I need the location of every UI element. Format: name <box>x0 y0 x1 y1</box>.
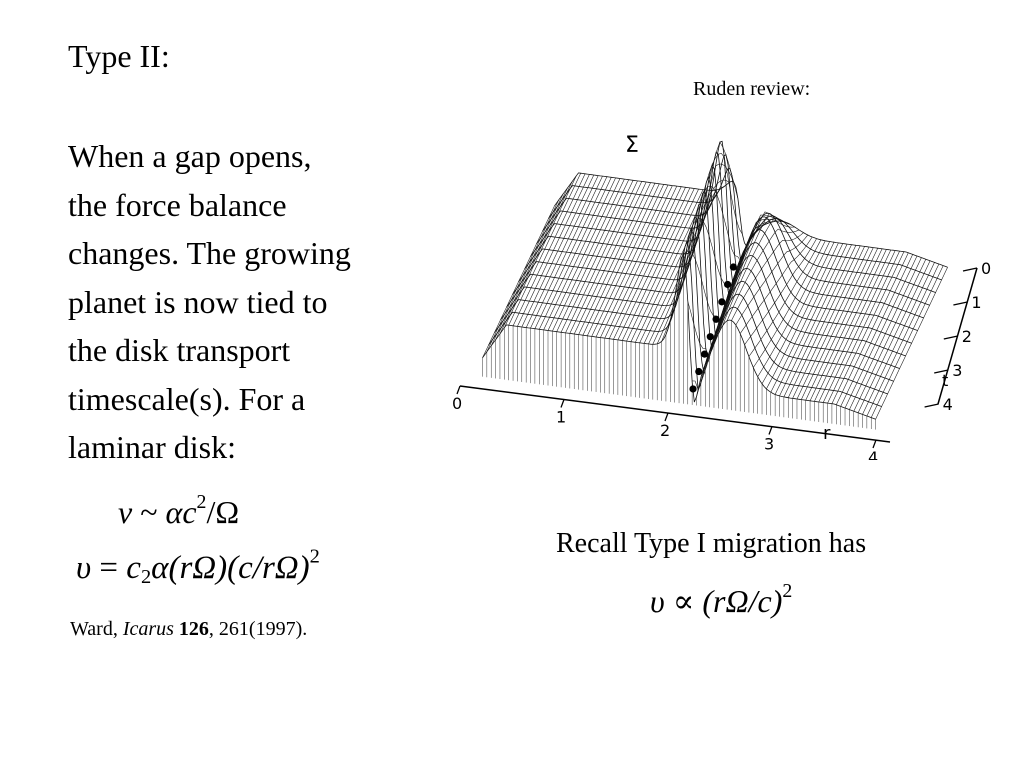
planet-dot <box>700 350 709 358</box>
recall-text: Recall Type I migration has <box>556 528 867 559</box>
t-tick-label: 0 <box>981 259 991 278</box>
planet-dot <box>689 385 697 393</box>
viscosity-equation: ν ~ αc2/Ω <box>118 491 240 530</box>
surface-mesh <box>482 140 948 430</box>
t-axis-label: t <box>942 371 948 390</box>
r-tick-label: 0 <box>452 394 462 413</box>
body-line: changes. The growing <box>68 235 351 271</box>
planet-dot <box>729 263 737 271</box>
planet-dot <box>718 298 726 306</box>
body-line: the force balance <box>68 186 287 223</box>
figure-caption: Ruden review: <box>693 78 811 100</box>
sigma-axis-label: Σ <box>625 133 639 158</box>
t-tick-label: 3 <box>952 361 962 380</box>
planet-dot <box>712 315 720 323</box>
body-line: timescale(s). For a <box>68 380 306 417</box>
r-axis: 0 1 2 3 4 r <box>452 385 891 460</box>
migration-velocity-equation: υ = c2α(rΩ)(c/rΩ)2 <box>76 545 320 589</box>
r-tick-label: 4 <box>868 448 878 460</box>
body-line: laminar disk: <box>68 429 236 465</box>
planet-dot <box>706 333 714 341</box>
r-tick-label: 3 <box>764 435 774 454</box>
slide-title: Type II: <box>68 38 170 74</box>
r-tick-label: 1 <box>556 408 566 427</box>
t-axis: 01 23 4 t <box>924 259 991 414</box>
t-tick-label: 4 <box>943 395 953 414</box>
r-tick-label: 2 <box>660 421 670 440</box>
body-text: When a gap opens, the force balance chan… <box>68 132 351 472</box>
body-line: When a gap opens, <box>68 138 312 174</box>
t-tick-label: 1 <box>971 293 981 312</box>
body-line: the disk transport <box>68 332 291 368</box>
r-axis-label: r <box>823 423 831 444</box>
planet-dot <box>695 367 703 376</box>
planet-track-dots <box>689 263 737 393</box>
type-one-scaling-equation: υ ∝ (rΩ/c)2 <box>650 580 793 619</box>
t-tick-label: 2 <box>962 327 972 346</box>
body-line: planet is now tied to <box>68 283 328 320</box>
planet-dot <box>724 280 732 289</box>
citation: Ward, Icarus 126, 261(1997). <box>70 618 308 640</box>
